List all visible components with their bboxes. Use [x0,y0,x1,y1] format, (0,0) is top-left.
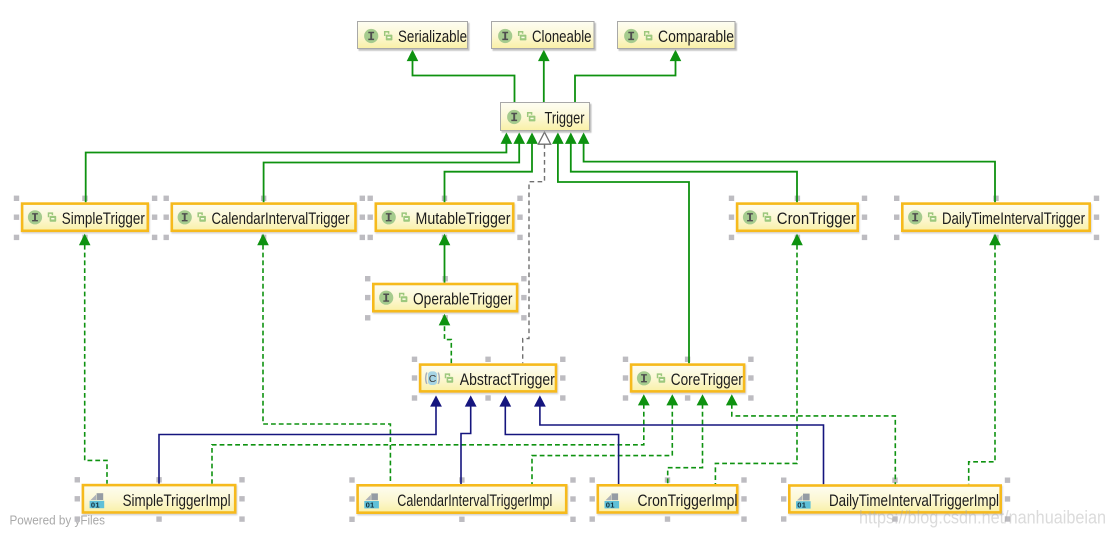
svg-text:Serializable: Serializable [398,28,467,46]
svg-text:01: 01 [606,501,615,510]
svg-text:DailyTimeIntervalTriggerImpl: DailyTimeIntervalTriggerImpl [829,492,999,510]
svg-text:AbstractTrigger: AbstractTrigger [460,371,555,389]
svg-text:OperableTrigger: OperableTrigger [413,291,513,309]
svg-text:C: C [429,373,437,385]
svg-text:CronTriggerImpl: CronTriggerImpl [638,492,738,510]
svg-text:Cloneable: Cloneable [532,28,592,46]
svg-text:MutableTrigger: MutableTrigger [416,210,512,228]
svg-text:SimpleTrigger: SimpleTrigger [62,210,145,228]
svg-text:01: 01 [91,500,100,509]
svg-text:01: 01 [797,501,806,510]
svg-text:DailyTimeIntervalTrigger: DailyTimeIntervalTrigger [942,210,1085,228]
svg-text:CoreTrigger: CoreTrigger [671,371,743,389]
svg-text:01: 01 [366,501,375,510]
svg-text:Comparable: Comparable [658,28,734,46]
svg-text:Powered by yFiles: Powered by yFiles [10,513,106,528]
svg-text:SimpleTriggerImpl: SimpleTriggerImpl [123,492,231,510]
svg-text:CalendarIntervalTriggerImpl: CalendarIntervalTriggerImpl [397,492,552,510]
svg-text:CronTrigger: CronTrigger [777,210,857,228]
svg-text:CalendarIntervalTrigger: CalendarIntervalTrigger [212,210,350,228]
svg-text:https://blog.csdn.net/nanhuaib: https://blog.csdn.net/nanhuaibeian [859,507,1106,528]
svg-text:Trigger: Trigger [545,110,585,128]
